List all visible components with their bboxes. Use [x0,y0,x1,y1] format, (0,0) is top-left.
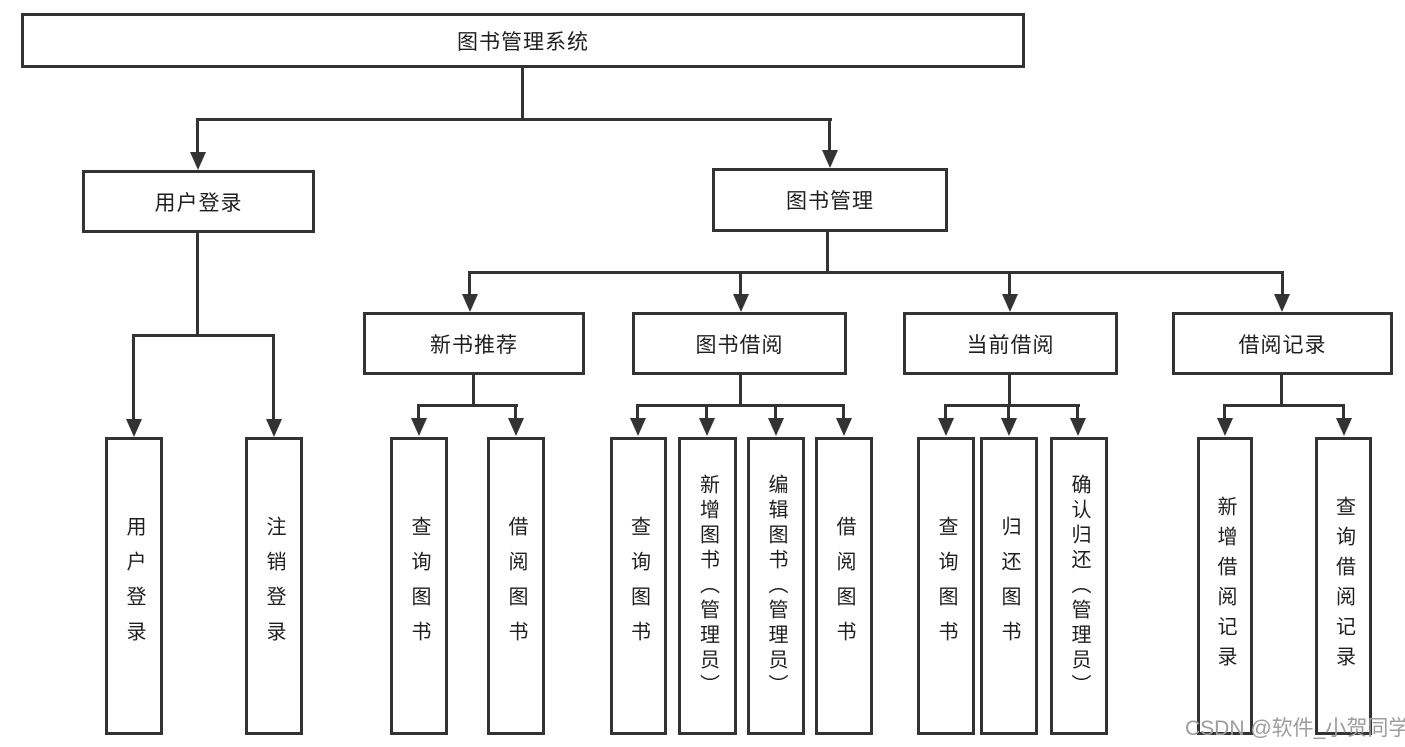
connector-line [774,404,777,418]
leaf-edit-books-admin: 编辑图书（管理员） [747,437,805,735]
arrowhead-down-icon [733,294,749,312]
arrowhead-down-icon [190,152,206,170]
arrowhead-down-icon [1001,418,1017,436]
connector-line [828,118,831,152]
connector-line [521,67,524,121]
connector-line [468,271,471,295]
csdn-watermark: CSDN @软件_小贺同学 [1185,717,1405,740]
leaf-return-books: 归还图书 [980,437,1038,735]
leaf-borrow-books-recommend: 借阅图书 [487,437,545,735]
node-book-borrow: 图书借阅 [632,312,847,375]
leaf-label: 借阅图书 [833,516,855,656]
node-user-login: 用户登录 [82,170,315,233]
leaf-label: 编辑图书（管理员） [765,473,787,699]
leaf-add-books-admin: 新增图书（管理员） [678,437,737,735]
connector-line [826,232,829,274]
node-current-borrow: 当前借阅 [903,312,1118,375]
connector-line [636,404,639,418]
arrowhead-down-icon [508,418,524,436]
arrowhead-down-icon [822,150,838,168]
arrowhead-down-icon [462,294,478,312]
arrowhead-down-icon [1002,294,1018,312]
connector-line [132,334,275,337]
node-library-management-system: 图书管理系统 [21,13,1025,68]
connector-line [1007,404,1010,418]
connector-line [417,404,420,418]
arrowhead-down-icon [266,419,282,437]
leaf-add-borrow-record: 新增借阅记录 [1197,437,1253,735]
arrowhead-down-icon [1217,418,1233,436]
connector-line [739,375,742,406]
connector-line [944,404,1080,407]
node-book-management: 图书管理 [712,168,948,232]
leaf-label: 新增图书（管理员） [696,473,719,699]
leaf-label: 借阅图书 [505,516,527,656]
connector-line [1280,375,1283,406]
leaf-query-books-borrow: 查询图书 [610,437,667,735]
arrowhead-down-icon [938,418,954,436]
leaf-query-books-recommend: 查询图书 [390,437,448,735]
connector-line [196,118,199,154]
node-label: 图书借阅 [695,333,784,357]
leaf-borrow-books: 借阅图书 [815,437,873,735]
connector-line [1008,375,1011,406]
arrowhead-down-icon [1274,294,1290,312]
leaf-label: 归还图书 [998,516,1020,656]
node-new-book-recommend: 新书推荐 [363,312,585,375]
arrowhead-down-icon [126,419,142,437]
node-borrow-records: 借阅记录 [1172,312,1393,375]
connector-line [472,375,475,406]
connector-line [842,404,845,418]
connector-line [1223,404,1226,418]
leaf-label: 新增借阅记录 [1214,496,1236,676]
leaf-query-borrow-record: 查询借阅记录 [1315,437,1372,735]
leaf-label: 查询图书 [935,516,957,656]
node-label: 当前借阅 [966,333,1055,357]
connector-line [1076,404,1079,418]
arrowhead-down-icon [768,418,784,436]
leaf-label: 确认归还（管理员） [1068,473,1090,699]
connector-line [1281,271,1284,295]
node-label: 新书推荐 [430,333,518,357]
connector-line [196,233,199,337]
leaf-label: 查询图书 [627,516,650,656]
connector-line [944,404,947,418]
connector-line [468,271,1284,274]
connector-line [1008,271,1011,295]
connector-line [417,404,518,407]
leaf-label: 用户登录 [123,516,145,656]
leaf-query-books-current: 查询图书 [917,437,975,735]
connector-line [705,404,708,418]
leaf-label: 查询借阅记录 [1332,496,1355,676]
node-label: 借阅记录 [1238,333,1327,357]
connector-line [636,404,845,407]
arrowhead-down-icon [699,418,715,436]
connector-line [1342,404,1345,418]
arrowhead-down-icon [1336,418,1352,436]
arrowhead-down-icon [1070,418,1086,436]
node-label: 图书管理系统 [457,30,589,54]
node-label: 图书管理 [786,190,874,213]
connector-line [514,404,517,418]
arrowhead-down-icon [630,418,646,436]
leaf-label: 查询图书 [408,516,430,656]
node-label: 用户登录 [154,191,243,215]
leaf-label: 注销登录 [263,516,285,656]
connector-line [196,118,832,121]
leaf-user-login: 用户登录 [105,437,163,735]
leaf-logout: 注销登录 [245,437,303,735]
connector-line [272,334,275,420]
connector-line [132,334,135,420]
connector-line [739,271,742,295]
arrowhead-down-icon [411,418,427,436]
connector-line [1223,404,1345,407]
leaf-confirm-return-admin: 确认归还（管理员） [1050,437,1108,735]
arrowhead-down-icon [836,418,852,436]
